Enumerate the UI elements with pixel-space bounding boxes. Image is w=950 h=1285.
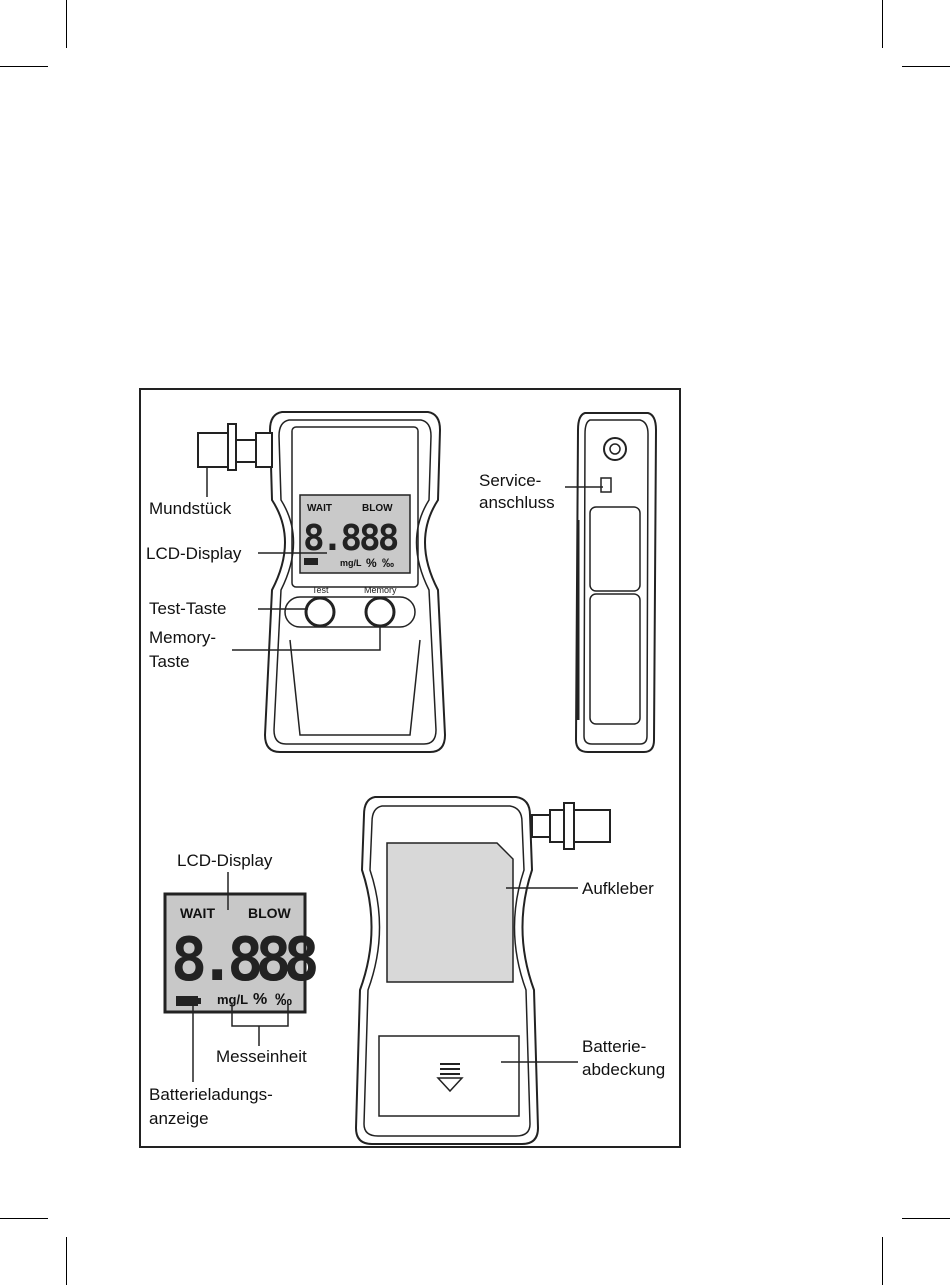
label-memory-key-1: Memory- xyxy=(149,628,216,647)
back-view xyxy=(356,797,610,1144)
memory-button-label: Memory xyxy=(364,585,397,595)
label-test-key: Test-Taste xyxy=(149,599,226,618)
side-view xyxy=(576,413,656,752)
front-lcd-blow: BLOW xyxy=(362,503,393,514)
test-button xyxy=(306,598,334,626)
detail-lcd-wait: WAIT xyxy=(180,905,215,921)
side-mouthpiece-port xyxy=(604,438,626,460)
detail-lcd-permille: ‰ xyxy=(275,990,292,1009)
front-mouthpiece-neck xyxy=(236,440,256,462)
side-grip-upper xyxy=(590,507,640,591)
detail-lcd-digits: 8.888 xyxy=(171,925,316,995)
front-body-inner xyxy=(274,420,436,744)
label-memory-key-2: Taste xyxy=(149,652,190,671)
front-lcd-percent: % xyxy=(366,556,377,570)
back-sticker xyxy=(387,843,513,982)
label-battery-indicator-2: anzeige xyxy=(149,1109,209,1128)
front-battery-icon xyxy=(304,558,318,565)
label-service-port-2: anschluss xyxy=(479,493,555,512)
side-grip-lower xyxy=(590,594,640,724)
front-mouthpiece-socket xyxy=(256,433,272,467)
test-button-label: Test xyxy=(312,585,329,595)
label-lcd-display-detail: LCD-Display xyxy=(177,851,273,870)
label-measure-unit: Messeinheit xyxy=(216,1047,307,1066)
back-mouthpiece-tube xyxy=(574,810,610,842)
label-battery-cover-1: Batterie- xyxy=(582,1037,646,1056)
front-view xyxy=(198,412,445,752)
label-mouthpiece: Mundstück xyxy=(149,499,232,518)
memory-button xyxy=(366,598,394,626)
battery-cover xyxy=(379,1036,519,1116)
front-mouthpiece-tube xyxy=(198,433,228,467)
label-battery-indicator-1: Batterieladungs- xyxy=(149,1085,273,1104)
detail-lcd-percent: % xyxy=(253,991,267,1008)
service-port xyxy=(601,478,611,492)
front-lower-panel xyxy=(290,640,420,735)
label-battery-cover-2: abdeckung xyxy=(582,1060,665,1079)
front-lcd-mgl: mg/L xyxy=(340,558,362,568)
label-lcd-display: LCD-Display xyxy=(146,544,242,563)
detail-lcd-blow: BLOW xyxy=(248,905,292,921)
front-mouthpiece-ring xyxy=(228,424,236,470)
label-sticker: Aufkleber xyxy=(582,879,654,898)
side-body-outline xyxy=(576,413,656,752)
front-lcd-wait: WAIT xyxy=(307,503,332,514)
label-service-port-1: Service- xyxy=(479,471,541,490)
front-lcd-permille: ‰ xyxy=(382,556,394,570)
